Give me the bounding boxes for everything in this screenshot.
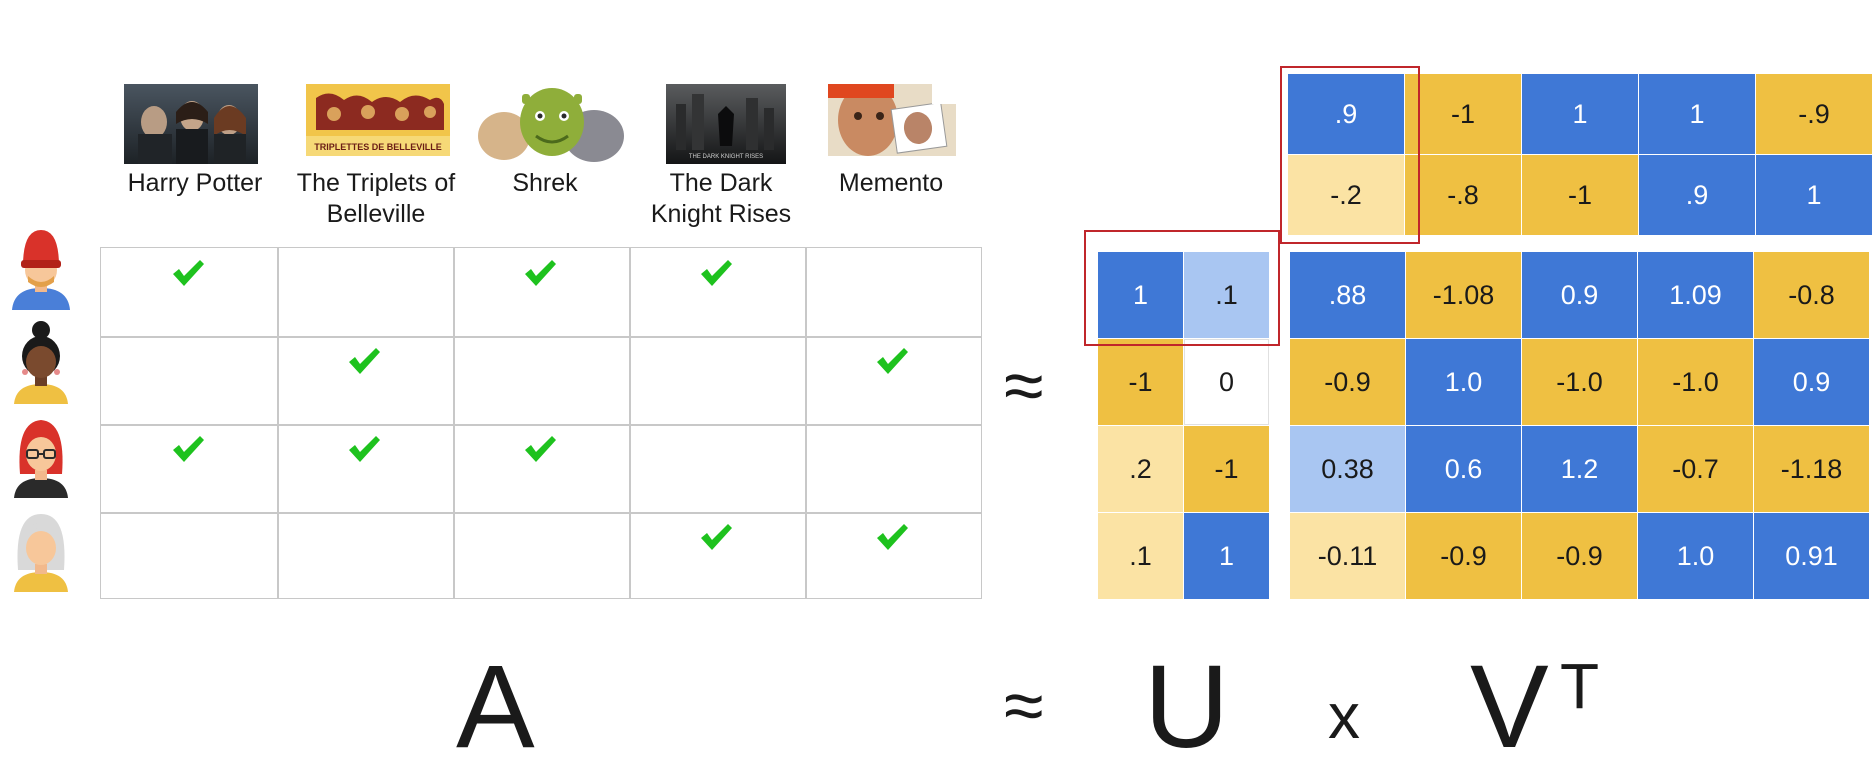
matrix-product-cell: -0.7 [1638,426,1753,512]
movie-label-memento: Memento [826,168,956,199]
matrix-product-cell: -1.08 [1406,252,1521,338]
matrix-u-cell: -1 [1098,339,1183,425]
matrix-vt-cell: 1 [1756,155,1872,235]
poster-triplets-of-belleville: TRIPLETTES DE BELLEVILLE [306,84,450,156]
white-hair-user-icon [6,508,76,592]
matrix-product-cell: -1.0 [1638,339,1753,425]
movie-label-line: Memento [838,169,944,197]
matrix-product-cell: -0.9 [1290,339,1405,425]
approx-symbol-bottom: ≈ [1004,666,1044,746]
matrix-product-cell: 1.0 [1406,339,1521,425]
grid-line [629,248,631,598]
matrix-product-cell: -1.18 [1754,426,1869,512]
matrix-vt-cell: -.8 [1405,155,1521,235]
matrix-product-cell: 0.6 [1406,426,1521,512]
matrix-u-cell: 0 [1184,339,1269,425]
red-hair-glasses-user-icon [6,414,76,498]
label-x: x [1328,680,1360,752]
check-icon [171,258,205,288]
matrix-vt-cell: -1 [1405,74,1521,154]
movie-label-shrek: Shrek [480,168,610,199]
label-a: A [456,641,535,773]
label-v: V [1470,641,1549,773]
movie-label-line: The Dark [669,169,773,197]
matrix-product-cell: .88 [1290,252,1405,338]
movie-label-harry-potter: Harry Potter [112,168,278,199]
matrix-u-cell: .2 [1098,426,1183,512]
matrix-vt-cell: 1 [1639,74,1755,154]
grid-line [277,248,279,598]
poster-harry-potter [124,84,258,164]
matrix-product-cell: 1.09 [1638,252,1753,338]
approx-symbol-middle: ≈ [1004,346,1044,426]
matrix-product-cell: -1.0 [1522,339,1637,425]
label-t-superscript: T [1560,650,1600,722]
matrix-product-cell: 0.9 [1754,339,1869,425]
grid-line [101,336,981,338]
matrix-product-cell: -0.11 [1290,513,1405,599]
red-beanie-user-icon [6,226,76,310]
matrix-product-cell: 1.2 [1522,426,1637,512]
movie-label-line: Belleville [326,200,426,228]
matrix-product-cell: 0.38 [1290,426,1405,512]
matrix-u-cell: .1 [1098,513,1183,599]
matrix-vt-cell: 1 [1522,74,1638,154]
matrix-product-cell: 0.9 [1522,252,1637,338]
movie-label-triplets-of-belleville: The Triplets of Belleville [282,168,470,230]
matrix-vt-cell: .9 [1639,155,1755,235]
matrix-u-cell: -1 [1184,426,1269,512]
matrix-u-cell: 1 [1184,513,1269,599]
matrix-vt-cell: -.2 [1288,155,1404,235]
check-icon [523,434,557,464]
check-icon [347,346,381,376]
grid-line [805,248,807,598]
movie-label-line: Knight Rises [650,200,792,228]
matrix-u-cell: .1 [1184,252,1269,338]
check-icon [699,522,733,552]
poster-caption-triplets: TRIPLETTES DE BELLEVILLE [314,142,442,152]
grid-line [101,512,981,514]
movie-label-line: The Triplets of [296,169,456,197]
grid-line [453,248,455,598]
rating-matrix-a [100,247,982,599]
matrix-product-cell: 0.91 [1754,513,1869,599]
grid-line [101,424,981,426]
matrix-product-cell: -0.8 [1754,252,1869,338]
check-icon [347,434,381,464]
matrix-u-cell: 1 [1098,252,1183,338]
matrix-product-cell: -0.9 [1406,513,1521,599]
matrix-vt-cell: -.9 [1756,74,1872,154]
matrix-vt-cell: .9 [1288,74,1404,154]
matrix-product-cell: 1.0 [1638,513,1753,599]
poster-shrek [474,80,630,164]
matrix-product-cell: -0.9 [1522,513,1637,599]
movie-label-dark-knight-rises: The Dark Knight Rises [636,168,806,230]
label-u: U [1144,641,1230,773]
highlight-u-row [1084,230,1280,346]
poster-caption-dark-knight: THE DARK KNIGHT RISES [689,154,763,160]
movie-label-line: Harry Potter [127,169,263,197]
poster-memento [828,84,956,156]
bun-hair-user-icon [6,320,76,404]
check-icon [523,258,557,288]
check-icon [171,434,205,464]
check-icon [875,346,909,376]
highlight-vt-column [1280,66,1420,244]
check-icon [875,522,909,552]
poster-dark-knight-rises: THE DARK KNIGHT RISES [666,84,786,164]
matrix-vt-cell: -1 [1522,155,1638,235]
movie-label-line: Shrek [512,169,578,197]
check-icon [699,258,733,288]
